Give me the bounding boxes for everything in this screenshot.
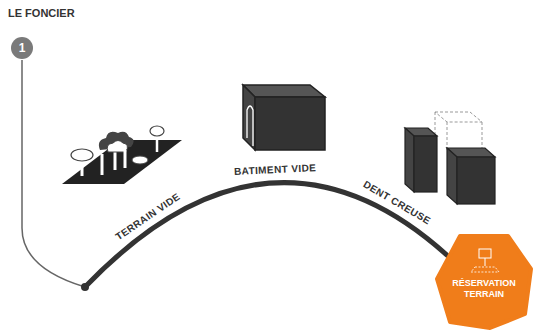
step-circle: 1 — [10, 36, 34, 60]
step-number: 1 — [10, 36, 34, 60]
diagram-title: LE FONCIER — [8, 7, 75, 19]
sign-icon-post — [485, 258, 486, 266]
start-dot — [81, 283, 89, 291]
lead-line — [22, 60, 85, 287]
batiment-vide-picture — [243, 85, 325, 150]
circle-shape — [11, 37, 33, 59]
orange-badge: RÉSERVATION TERRAIN — [435, 234, 533, 330]
badge-shape — [437, 236, 531, 328]
timeline-connector — [22, 60, 448, 291]
dent-creuse-picture — [405, 112, 495, 204]
sign-icon-ground — [471, 267, 499, 272]
arc-label: BATIMENT VIDE — [232, 162, 319, 177]
badge-text: RÉSERVATION TERRAIN — [443, 278, 525, 300]
terrain-vide-picture — [62, 126, 182, 184]
sign-icon — [479, 249, 491, 258]
